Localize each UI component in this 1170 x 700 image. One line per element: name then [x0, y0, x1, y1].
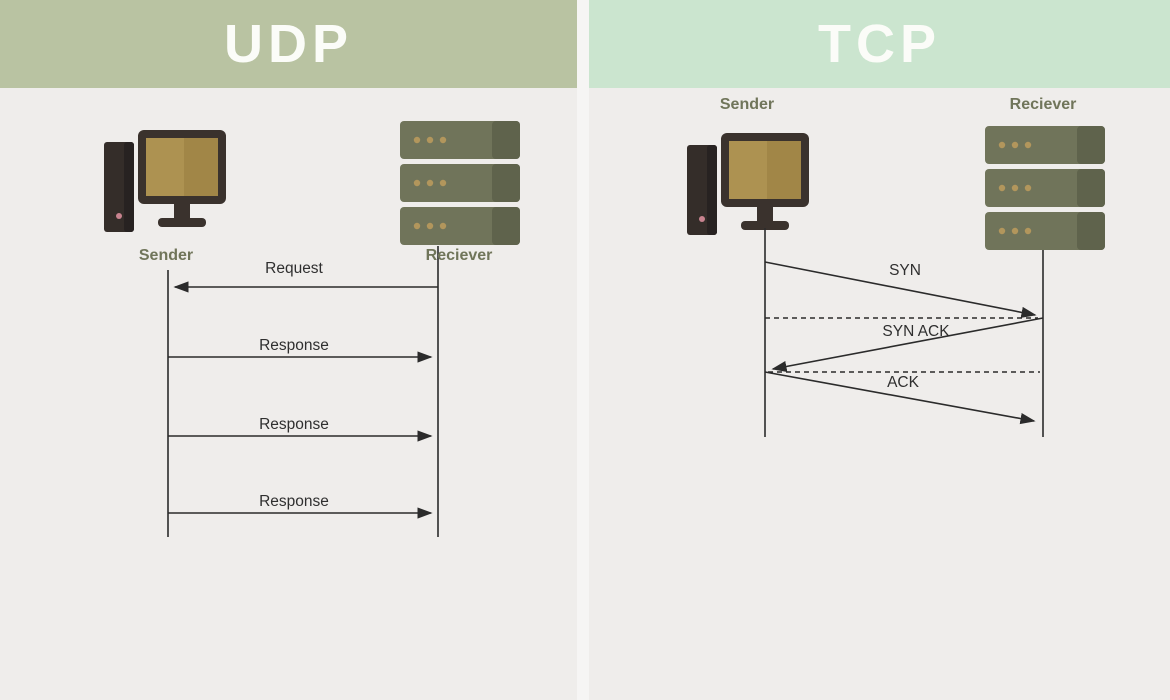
tcp-sender-label: Sender — [719, 96, 775, 113]
tcp-receiver-label: Reciever — [1009, 96, 1077, 113]
udp-arrows — [168, 281, 438, 519]
udp-response-label-1: Response — [259, 337, 329, 354]
udp-request-label: Request — [265, 260, 323, 277]
server-icon — [985, 126, 1105, 250]
udp-response-label-2: Response — [259, 416, 329, 433]
tcp-banner: TCP — [589, 0, 1170, 88]
udp-response-label-3: Response — [259, 493, 329, 510]
panel-divider — [577, 0, 589, 700]
tcp-synack-arrow — [771, 317, 1044, 372]
computer-icon — [687, 133, 809, 235]
udp-receiver-label: Reciever — [425, 247, 493, 264]
tcp-title: TCP — [818, 14, 941, 74]
tcp-arrows — [764, 261, 1044, 425]
udp-lifelines — [167, 246, 439, 537]
tcp-syn-label: SYN — [889, 262, 921, 279]
tcp-syn-arrow — [764, 261, 1037, 318]
udp-title: UDP — [223, 14, 353, 74]
tcp-ack-label: ACK — [887, 374, 919, 391]
udp-sender-label: Sender — [138, 247, 194, 264]
computer-icon — [104, 130, 226, 232]
tcp-lifelines — [764, 228, 1044, 437]
tcp-ack-arrow — [764, 371, 1036, 425]
tcp-synack-label: SYN ACK — [882, 323, 950, 340]
server-icon — [400, 121, 520, 245]
udp-banner: UDP — [0, 0, 577, 88]
